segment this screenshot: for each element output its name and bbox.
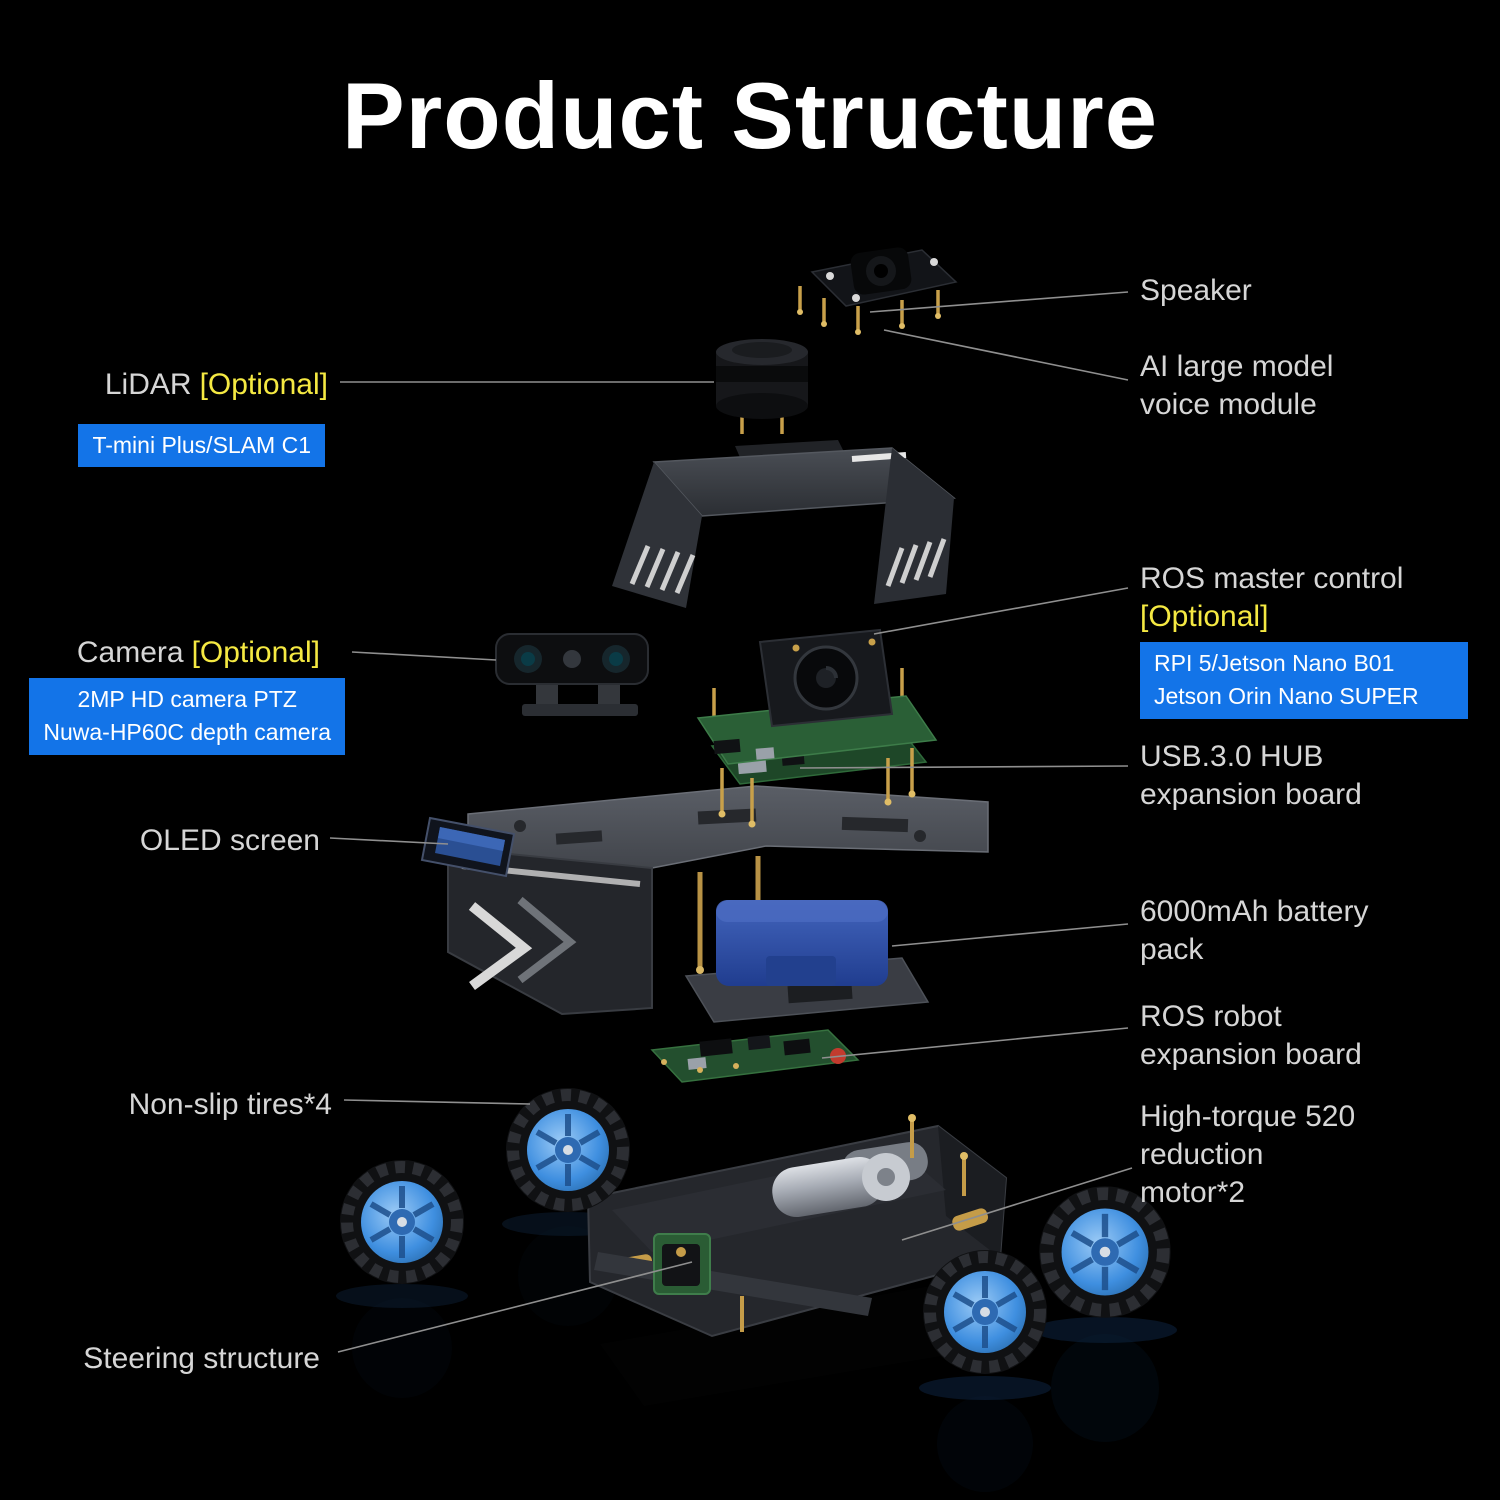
leader-lines (329, 291, 1133, 1353)
label-speaker-text: Speaker (1140, 274, 1252, 307)
label-lidar: LiDAR[Optional] (105, 366, 328, 404)
label-lidar-optional: [Optional] (199, 368, 328, 401)
label-ros-master-optional: [Optional] (1140, 600, 1269, 634)
label-camera-text: Camera (76, 636, 184, 669)
label-battery-text: 6000mAh battery pack (1140, 895, 1369, 967)
speaker-module (797, 247, 958, 335)
label-ros-master-text: ROS master control (1140, 562, 1404, 595)
label-steering-text: Steering structure (83, 1342, 320, 1375)
badge-lidar-text: T-mini Plus/SLAM C1 (92, 432, 311, 458)
label-steering: Steering structure (83, 1340, 320, 1378)
label-camera-optional: [Optional] (191, 636, 320, 669)
top-cover (612, 440, 956, 608)
label-usb-hub-text: USB.3.0 HUB expansion board (1140, 740, 1362, 812)
badge-ros-master: RPI 5/Jetson Nano B01 Jetson Orin Nano S… (1140, 642, 1468, 719)
stereo-camera (495, 633, 649, 716)
label-motor: High-torque 520 reduction motor*2 (1140, 1098, 1360, 1212)
page-title: Product Structure (341, 63, 1159, 168)
battery-pack (684, 900, 930, 1023)
label-tires: Non-slip tires*4 (129, 1086, 332, 1124)
badge-camera-line1: 2MP HD camera PTZ (77, 686, 297, 712)
lidar-sensor (716, 339, 808, 434)
label-ros-master: ROS master control [Optional] (1140, 560, 1470, 636)
ros-expansion-board (650, 1029, 860, 1083)
label-voice-module: AI large model voice module (1140, 348, 1390, 424)
badge-camera-line2: Nuwa-HP60C depth camera (43, 719, 331, 746)
badge-ros-master-line1: RPI 5/Jetson Nano B01 (1154, 650, 1395, 676)
label-tires-text: Non-slip tires*4 (128, 1088, 332, 1121)
drive-motor (772, 1142, 928, 1217)
badge-ros-master-line2: Jetson Orin Nano SUPER (1154, 683, 1419, 710)
label-camera: Camera[Optional] (77, 634, 320, 672)
oled-screen (420, 816, 516, 878)
label-ros-expansion-text: ROS robot expansion board (1140, 1000, 1362, 1072)
label-usb-hub: USB.3.0 HUB expansion board (1140, 738, 1400, 814)
label-ros-expansion: ROS robot expansion board (1140, 998, 1400, 1074)
chassis (586, 1114, 1008, 1338)
floor-reflections (336, 1212, 1177, 1492)
label-voice-module-text: AI large model voice module (1140, 350, 1334, 422)
label-speaker: Speaker (1140, 272, 1252, 310)
badge-lidar: T-mini Plus/SLAM C1 (78, 424, 325, 468)
ros-master-control (696, 628, 938, 828)
middle-plate (420, 785, 989, 1016)
label-motor-text: High-torque 520 reduction motor*2 (1140, 1100, 1356, 1210)
label-lidar-text: LiDAR (104, 368, 192, 401)
label-battery: 6000mAh battery pack (1140, 893, 1410, 969)
label-oled-text: OLED screen (139, 824, 320, 857)
label-oled: OLED screen (140, 822, 320, 860)
badge-camera: 2MP HD camera PTZ Nuwa-HP60C depth camer… (29, 678, 345, 755)
